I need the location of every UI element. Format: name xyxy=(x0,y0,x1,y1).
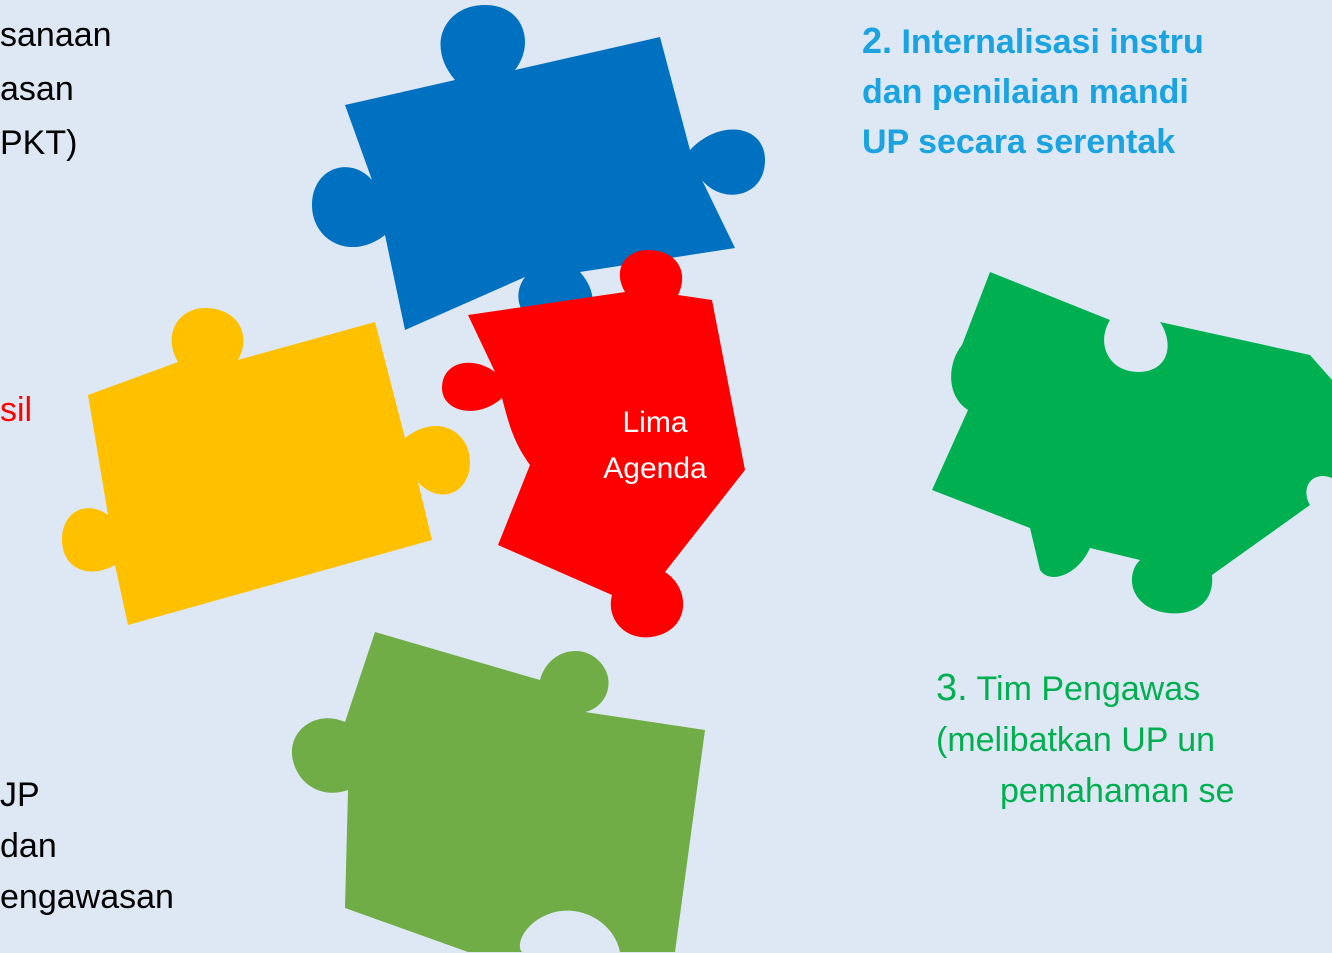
agenda-2-line-1: 2. Internalisasi instru xyxy=(862,16,1204,67)
agenda-1-line-3: PKT) xyxy=(0,124,78,162)
agenda-1-text: sanaan asan PKT) xyxy=(0,8,112,170)
agenda-2-line-2: dan penilaian mandi xyxy=(862,73,1189,111)
agenda-2-text: 2. Internalisasi instru dan penilaian ma… xyxy=(862,16,1204,167)
light-green-puzzle-piece xyxy=(291,632,705,952)
dark-green-puzzle-piece xyxy=(932,272,1332,614)
agenda-3-line-3: pemahaman se xyxy=(1000,772,1235,810)
blue-puzzle-piece xyxy=(312,5,765,330)
yellow-puzzle-piece xyxy=(62,308,470,625)
agenda-red-text: sil xyxy=(0,391,33,429)
red-puzzle-piece-body xyxy=(442,250,745,638)
agenda-1-line-2: asan xyxy=(0,70,74,108)
center-label: Lima Agenda xyxy=(560,400,750,492)
agenda-bottom-left-line-2: dan xyxy=(0,827,57,865)
agenda-2-line-1-text: Internalisasi instru xyxy=(892,23,1204,61)
agenda-3-line-2: (melibatkan UP un xyxy=(936,721,1216,759)
center-label-line-2: Agenda xyxy=(603,452,707,485)
agenda-3-line-1: 3. Tim Pengawas xyxy=(936,663,1234,715)
agenda-bottom-left-line-1: JP xyxy=(0,776,40,814)
agenda-bottom-left-text: JP dan engawasan xyxy=(0,770,174,923)
agenda-2-line-3: UP secara serentak xyxy=(862,123,1176,161)
agenda-3-text: 3. Tim Pengawas (melibatkan UP un pemaha… xyxy=(936,663,1234,817)
agenda-bottom-left-line-3: engawasan xyxy=(0,878,174,916)
agenda-1-line-1: sanaan xyxy=(0,16,112,54)
agenda-2-number: 2. xyxy=(862,20,893,61)
agenda-3-line-1-text: Tim Pengawas xyxy=(967,670,1201,708)
center-label-line-1: Lima xyxy=(622,406,688,439)
agenda-3-number: 3. xyxy=(936,667,968,709)
